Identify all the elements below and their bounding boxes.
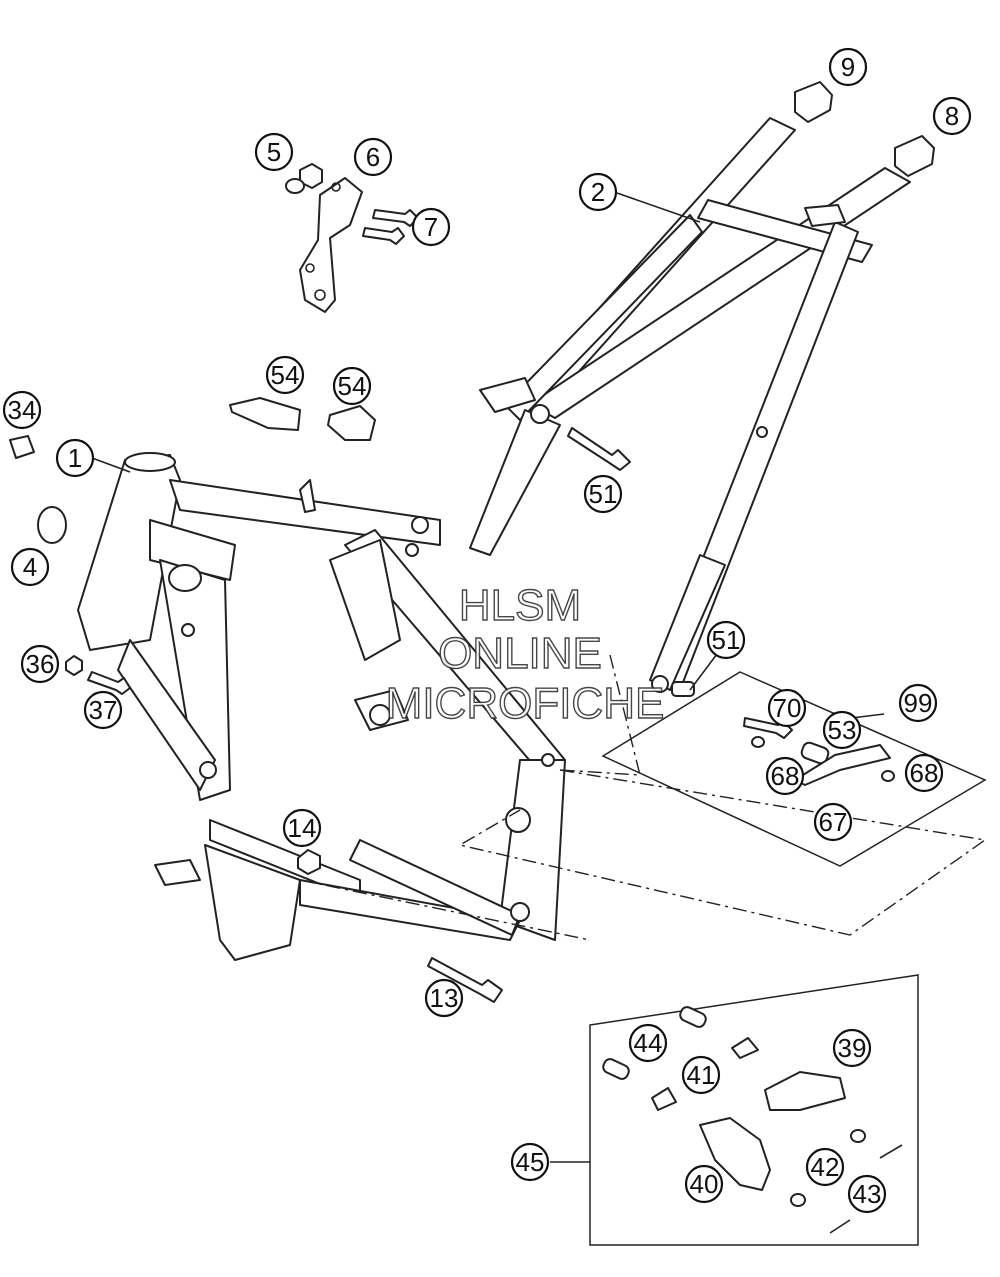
callout-44[interactable]: 44 [628,1023,668,1063]
callout-13[interactable]: 13 [424,978,464,1018]
callout-7[interactable]: 7 [411,207,451,247]
main-frame-drawing [77,452,566,961]
nut-36-drawing [65,655,83,676]
callout-5[interactable]: 5 [254,132,294,172]
callout-68-right[interactable]: 68 [904,753,944,793]
footpeg-kit-box [550,974,919,1246]
bolt-51-lower [671,681,695,697]
callout-37[interactable]: 37 [83,690,123,730]
callout-2-label: 2 [591,177,605,207]
callout-43[interactable]: 43 [847,1174,887,1214]
callout-36[interactable]: 36 [20,644,60,684]
callout-1-label: 1 [68,443,82,473]
callout-44-label: 44 [634,1028,663,1058]
bolt-7-drawing [362,209,419,245]
subframe-drawing [469,117,911,693]
callout-36-label: 36 [26,649,55,679]
callout-4-label: 4 [23,552,37,582]
callout-4[interactable]: 4 [10,547,50,587]
callout-40-label: 40 [690,1169,719,1199]
callout-68-left-label: 68 [771,761,800,791]
sticker-54-right [327,405,376,441]
callout-42[interactable]: 42 [805,1147,845,1187]
callout-13-label: 13 [430,983,459,1013]
callout-41-label: 41 [687,1060,716,1090]
callout-8[interactable]: 8 [932,96,972,136]
callout-67[interactable]: 67 [813,802,853,842]
callout-51-lower[interactable]: 51 [706,620,746,660]
callout-70-label: 70 [773,693,802,723]
callout-99-label: 99 [904,688,933,718]
callout-39[interactable]: 39 [832,1028,872,1068]
watermark-line-2: ONLINE [438,629,602,678]
callout-6-label: 6 [366,142,380,172]
sticker-54-left [229,397,301,431]
leader-lines [91,192,885,721]
callout-14[interactable]: 14 [282,808,322,848]
callout-34-label: 34 [8,395,37,425]
callout-70[interactable]: 70 [767,688,807,728]
callout-51-upper-label: 51 [589,479,618,509]
callout-53[interactable]: 53 [822,710,862,750]
callout-54-left[interactable]: 54 [265,355,305,395]
callout-51-upper[interactable]: 51 [583,474,623,514]
callout-45[interactable]: 45 [510,1142,550,1182]
cap-8-drawing [894,135,935,177]
callout-51-lower-label: 51 [712,625,741,655]
callout-43-label: 43 [853,1179,882,1209]
cap-4-drawing [37,506,67,544]
callout-53-label: 53 [828,715,857,745]
callout-5-label: 5 [267,137,281,167]
callout-54-left-label: 54 [271,360,300,390]
callout-14-label: 14 [288,813,317,843]
callout-9-label: 9 [841,52,855,82]
watermark: HLSM ONLINE MICROFICHE [385,580,665,728]
callout-54-right[interactable]: 54 [332,366,372,406]
clamp-34-drawing [9,435,35,459]
callout-7-label: 7 [424,212,438,242]
callout-34[interactable]: 34 [2,390,42,430]
watermark-line-1: HLSM [459,581,581,630]
callout-8-label: 8 [945,101,959,131]
callout-45-label: 45 [516,1147,545,1177]
callout-6[interactable]: 6 [353,137,393,177]
callout-37-label: 37 [89,695,118,725]
callout-39-label: 39 [838,1033,867,1063]
cap-9-drawing [794,81,833,123]
nut-14-drawing [297,849,321,875]
bolt-37-drawing [87,671,131,695]
bracket-6-drawing [299,177,363,313]
bolt-13-drawing [427,957,503,1003]
callout-40[interactable]: 40 [684,1164,724,1204]
nut-5-drawing [285,163,323,194]
callout-2[interactable]: 2 [578,172,618,212]
callout-67-label: 67 [819,807,848,837]
watermark-line-3: MICROFICHE [386,679,665,728]
callout-99[interactable]: 99 [898,683,938,723]
callout-54-right-label: 54 [338,371,367,401]
callout-41[interactable]: 41 [681,1055,721,1095]
callout-68-left[interactable]: 68 [765,756,805,796]
bolt-51-upper [567,427,631,471]
callout-1[interactable]: 1 [55,438,95,478]
callout-68-right-label: 68 [910,758,939,788]
callout-42-label: 42 [811,1152,840,1182]
callout-9[interactable]: 9 [828,47,868,87]
